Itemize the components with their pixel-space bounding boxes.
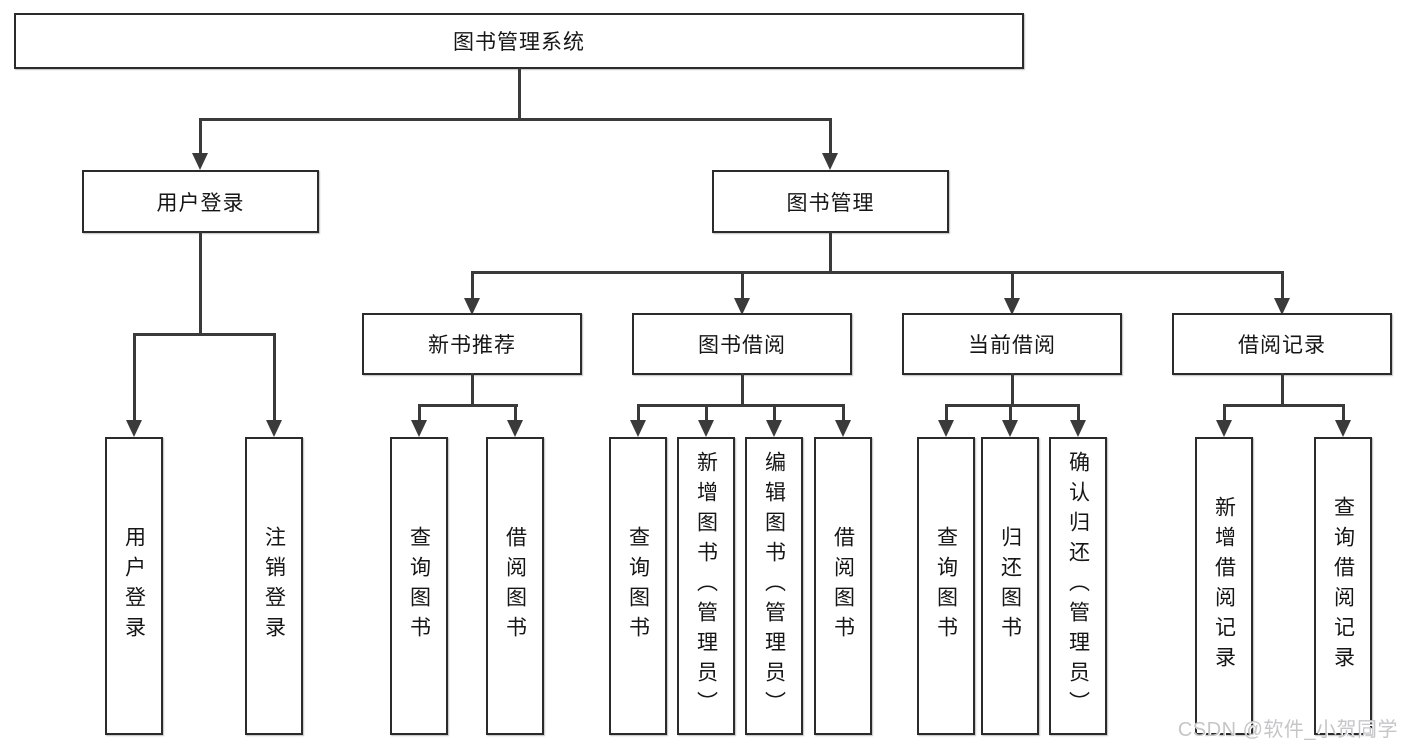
down-arrowhead xyxy=(126,420,142,437)
connector-book-borrow-hbar xyxy=(637,404,845,407)
node-current-borrowing: 当前借阅 xyxy=(902,313,1122,375)
leaf-edit-book-admin: 编辑图书（管理员） xyxy=(745,437,803,735)
down-arrowhead xyxy=(822,153,838,170)
down-arrowhead xyxy=(1070,420,1086,437)
node-user-login: 用户登录 xyxy=(82,170,319,233)
down-arrowhead xyxy=(938,420,954,437)
leaf-label: 查询图书 xyxy=(626,526,650,646)
arrow-stem xyxy=(773,404,776,421)
arrow-stem xyxy=(418,404,421,421)
arrow-leaf-logout-stem xyxy=(273,333,276,421)
leaf-label: 确认归还（管理员） xyxy=(1066,451,1090,721)
down-arrowhead xyxy=(835,420,851,437)
arrow-current-borrow-stem xyxy=(1011,271,1014,300)
arrow-stem xyxy=(1077,404,1080,421)
down-arrowhead xyxy=(464,298,480,315)
arrow-book-management-stem xyxy=(829,118,832,155)
arrow-leaf-login-stem xyxy=(133,333,136,421)
arrow-stem xyxy=(637,404,640,421)
leaf-borrow-books-1: 借阅图书 xyxy=(486,437,544,735)
arrow-book-borrow-stem xyxy=(741,271,744,300)
arrow-stem xyxy=(514,404,517,421)
leaf-label: 归还图书 xyxy=(998,526,1022,646)
arrow-new-book-stem xyxy=(471,271,474,300)
leaf-query-books-3: 查询图书 xyxy=(917,437,975,735)
down-arrowhead xyxy=(766,420,782,437)
node-new-book-recommendation: 新书推荐 xyxy=(362,313,582,375)
csdn-watermark: CSDN @软件_小贺同学 xyxy=(1177,719,1398,741)
leaf-add-book-admin: 新增图书（管理员） xyxy=(677,437,735,735)
arrow-borrow-records-stem xyxy=(1281,271,1284,300)
leaf-add-borrow-record: 新增借阅记录 xyxy=(1195,437,1253,735)
leaf-logout: 注销登录 xyxy=(245,437,303,735)
leaf-label: 借阅图书 xyxy=(503,526,527,646)
down-arrowhead xyxy=(266,420,282,437)
leaf-label: 查询图书 xyxy=(407,526,431,646)
arrow-stem xyxy=(705,404,708,421)
connector-new-book-stem xyxy=(471,373,474,407)
leaf-query-books-1: 查询图书 xyxy=(390,437,448,735)
down-arrowhead xyxy=(734,298,750,315)
down-arrowhead xyxy=(1216,420,1232,437)
down-arrowhead xyxy=(1004,298,1020,315)
down-arrowhead xyxy=(1002,420,1018,437)
connector-book-borrow-stem xyxy=(741,373,744,407)
arrow-stem xyxy=(1223,404,1226,421)
connector-user-login-stem xyxy=(199,232,202,336)
leaf-label: 注销登录 xyxy=(262,526,286,646)
leaf-query-books-2: 查询图书 xyxy=(609,437,667,735)
leaf-user-login: 用户登录 xyxy=(105,437,163,735)
connector-borrow-records-hbar xyxy=(1223,404,1345,407)
down-arrowhead xyxy=(698,420,714,437)
node-borrowing-records: 借阅记录 xyxy=(1172,313,1392,375)
leaf-borrow-books-2: 借阅图书 xyxy=(814,437,872,735)
down-arrowhead xyxy=(630,420,646,437)
arrow-stem xyxy=(1009,404,1012,421)
connector-current-borrow-stem xyxy=(1011,373,1014,407)
arrow-user-login-stem xyxy=(199,118,202,155)
leaf-query-borrow-record: 查询借阅记录 xyxy=(1314,437,1372,735)
leaf-label: 查询图书 xyxy=(934,526,958,646)
connector-root-hbar xyxy=(199,118,832,121)
down-arrowhead xyxy=(192,153,208,170)
down-arrowhead xyxy=(411,420,427,437)
node-book-management: 图书管理 xyxy=(712,170,949,233)
leaf-label: 用户登录 xyxy=(122,526,146,646)
node-book-borrowing: 图书借阅 xyxy=(632,313,852,375)
arrow-stem xyxy=(1342,404,1345,421)
leaf-return-books: 归还图书 xyxy=(981,437,1039,735)
down-arrowhead xyxy=(507,420,523,437)
leaf-label: 查询借阅记录 xyxy=(1331,496,1355,676)
connector-book-management-stem xyxy=(829,232,832,274)
arrow-stem xyxy=(945,404,948,421)
node-root: 图书管理系统 xyxy=(14,13,1024,69)
connector-borrow-records-stem xyxy=(1281,373,1284,407)
connector-current-borrow-hbar xyxy=(945,404,1080,407)
down-arrowhead xyxy=(1274,298,1290,315)
leaf-label: 编辑图书（管理员） xyxy=(762,451,786,721)
connector-user-login-hbar xyxy=(133,333,276,336)
down-arrowhead xyxy=(1335,420,1351,437)
connector-new-book-hbar xyxy=(418,404,518,407)
leaf-label: 借阅图书 xyxy=(831,526,855,646)
connector-book-management-hbar xyxy=(471,271,1283,274)
leaf-label: 新增借阅记录 xyxy=(1212,496,1236,676)
arrow-stem xyxy=(842,404,845,421)
leaf-confirm-return-admin: 确认归还（管理员） xyxy=(1049,437,1107,735)
connector-root-stem xyxy=(518,68,521,120)
leaf-label: 新增图书（管理员） xyxy=(694,451,718,721)
